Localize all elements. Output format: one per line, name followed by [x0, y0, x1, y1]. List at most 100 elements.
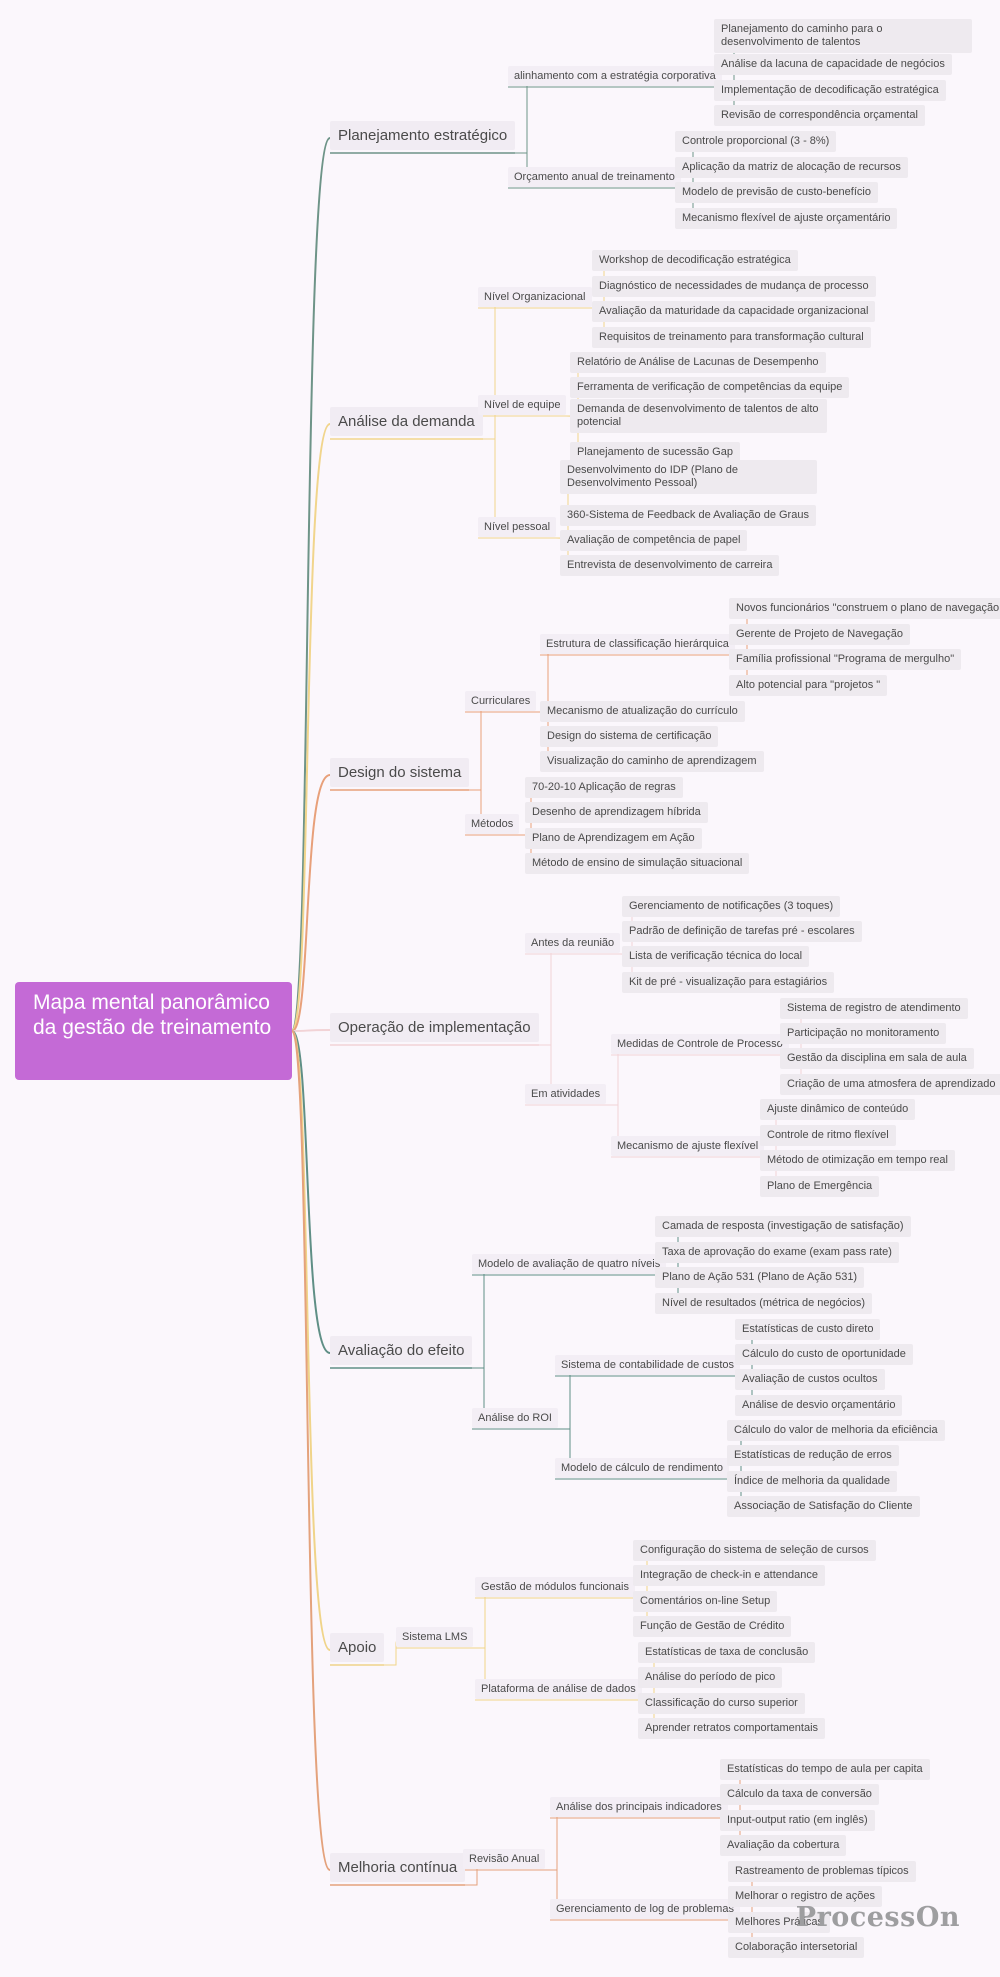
leaf-topic[interactable]: Análise da lacuna de capacidade de negóc…	[714, 54, 952, 75]
leaf-topic[interactable]: Gestão da disciplina em sala de aula	[780, 1048, 974, 1069]
sub-topic[interactable]: Nível pessoal	[478, 517, 557, 537]
leaf-topic[interactable]: Estatísticas de taxa de conclusão	[638, 1642, 816, 1663]
leaf-topic[interactable]: Plano de Aprendizagem em Ação	[525, 828, 702, 849]
leaf-topic[interactable]: Taxa de aprovação do exame (exam pass ra…	[655, 1242, 899, 1263]
sub-topic[interactable]: Em atividades	[525, 1084, 607, 1104]
leaf-topic[interactable]: Índice de melhoria da qualidade	[727, 1471, 897, 1492]
sub-topic[interactable]: Nível Organizacional	[478, 287, 592, 307]
sub-topic[interactable]: Sistema de contabilidade de custos	[555, 1355, 741, 1375]
leaf-topic[interactable]: Avaliação de custos ocultos	[735, 1369, 885, 1390]
leaf-topic[interactable]: Método de otimização em tempo real	[760, 1150, 955, 1171]
leaf-topic[interactable]: 360-Sistema de Feedback de Avaliação de …	[560, 505, 816, 526]
leaf-topic[interactable]: Camada de resposta (investigação de sati…	[655, 1216, 911, 1237]
sub-topic[interactable]: Modelo de cálculo de rendimento	[555, 1458, 730, 1478]
branch-6[interactable]: Melhoria contínua	[330, 1853, 466, 1882]
leaf-topic[interactable]: Família profissional "Programa de mergul…	[729, 649, 962, 670]
branch-4[interactable]: Avaliação do efeito	[330, 1336, 473, 1365]
leaf-topic[interactable]: Configuração do sistema de seleção de cu…	[633, 1540, 876, 1561]
sub-topic[interactable]: Nível de equipe	[478, 395, 567, 415]
leaf-topic[interactable]: Estatísticas de redução de erros	[727, 1445, 899, 1466]
leaf-topic[interactable]: Ajuste dinâmico de conteúdo	[760, 1099, 916, 1120]
sub-topic[interactable]: Estrutura de classificação hierárquica	[540, 634, 735, 654]
leaf-topic[interactable]: Planejamento de sucessão Gap	[570, 442, 740, 463]
leaf-topic[interactable]: Função de Gestão de Crédito	[633, 1616, 792, 1637]
leaf-topic[interactable]: Colaboração intersetorial	[728, 1937, 865, 1958]
leaf-topic[interactable]: Análise do período de pico	[638, 1667, 783, 1688]
sub-topic[interactable]: Revisão Anual	[463, 1849, 546, 1869]
leaf-topic[interactable]: Análise de desvio orçamentário	[735, 1395, 903, 1416]
leaf-topic[interactable]: Participação no monitoramento	[780, 1023, 947, 1044]
sub-topic[interactable]: Gestão de módulos funcionais	[475, 1577, 635, 1597]
leaf-topic[interactable]: Demanda de desenvolvimento de talentos d…	[570, 399, 827, 433]
leaf-topic[interactable]: Associação de Satisfação do Cliente	[727, 1496, 920, 1517]
sub-topic[interactable]: Análise dos principais indicadores	[550, 1797, 728, 1817]
leaf-topic[interactable]: Mecanismo de atualização do currículo	[540, 701, 745, 722]
leaf-topic[interactable]: Integração de check-in e attendance	[633, 1565, 825, 1586]
leaf-topic[interactable]: Desenho de aprendizagem híbrida	[525, 802, 708, 823]
leaf-topic[interactable]: Avaliação da maturidade da capacidade or…	[592, 301, 876, 322]
sub-topic[interactable]: Antes da reunião	[525, 933, 621, 953]
sub-topic[interactable]: alinhamento com a estratégia corporativa	[508, 66, 722, 86]
sub-topic[interactable]: Métodos	[465, 814, 520, 834]
sub-topic[interactable]: Sistema LMS	[396, 1627, 474, 1647]
leaf-topic[interactable]: Comentários on-line Setup	[633, 1591, 778, 1612]
leaf-topic[interactable]: Mecanismo flexível de ajuste orçamentári…	[675, 208, 898, 229]
leaf-topic[interactable]: Diagnóstico de necessidades de mudança d…	[592, 276, 876, 297]
leaf-topic[interactable]: Kit de pré - visualização para estagiári…	[622, 972, 835, 993]
leaf-topic[interactable]: Requisitos de treinamento para transform…	[592, 327, 871, 348]
leaf-topic[interactable]: Ferramenta de verificação de competência…	[570, 377, 850, 398]
leaf-topic[interactable]: Plano de Ação 531 (Plano de Ação 531)	[655, 1267, 865, 1288]
leaf-topic[interactable]: Estatísticas de custo direto	[735, 1319, 881, 1340]
leaf-topic[interactable]: 70-20-10 Aplicação de regras	[525, 777, 683, 798]
sub-topic[interactable]: Modelo de avaliação de quatro níveis	[472, 1254, 667, 1274]
branch-1[interactable]: Análise da demanda	[330, 407, 483, 436]
leaf-topic[interactable]: Estatísticas do tempo de aula per capita	[720, 1759, 930, 1780]
leaf-topic[interactable]: Cálculo da taxa de conversão	[720, 1784, 879, 1805]
leaf-topic[interactable]: Classificação do curso superior	[638, 1693, 805, 1714]
leaf-topic[interactable]: Rastreamento de problemas típicos	[728, 1861, 916, 1882]
leaf-topic[interactable]: Gerenciamento de notificações (3 toques)	[622, 896, 841, 917]
branch-0[interactable]: Planejamento estratégico	[330, 121, 516, 150]
leaf-topic[interactable]: Lista de verificação técnica do local	[622, 946, 810, 967]
leaf-topic[interactable]: Entrevista de desenvolvimento de carreir…	[560, 555, 780, 576]
branch-3[interactable]: Operação de implementação	[330, 1013, 539, 1042]
branch-5[interactable]: Apoio	[330, 1633, 385, 1662]
sub-topic[interactable]: Orçamento anual de treinamento	[508, 167, 681, 187]
leaf-topic[interactable]: Visualização do caminho de aprendizagem	[540, 751, 764, 772]
leaf-topic[interactable]: Design do sistema de certificação	[540, 726, 719, 747]
sub-topic[interactable]: Mecanismo de ajuste flexível	[611, 1136, 765, 1156]
sub-topic[interactable]: Curriculares	[465, 691, 537, 711]
sub-topic[interactable]: Análise do ROI	[472, 1408, 558, 1428]
sub-topic[interactable]: Plataforma de análise de dados	[475, 1679, 642, 1699]
leaf-topic[interactable]: Sistema de registro de atendimento	[780, 998, 968, 1019]
sub-topic[interactable]: Gerenciamento de log de problemas	[550, 1899, 740, 1919]
leaf-topic[interactable]: Alto potencial para "projetos "	[729, 675, 888, 696]
leaf-topic[interactable]: Input-output ratio (em inglês)	[720, 1810, 875, 1831]
leaf-topic[interactable]: Novos funcionários "construem o plano de…	[729, 598, 1000, 619]
leaf-topic[interactable]: Cálculo do valor de melhoria da eficiênc…	[727, 1420, 945, 1441]
leaf-topic[interactable]: Criação de uma atmosfera de aprendizado	[780, 1074, 1000, 1095]
leaf-topic[interactable]: Método de ensino de simulação situaciona…	[525, 853, 750, 874]
sub-topic[interactable]: Medidas de Controle de Processo	[611, 1034, 789, 1054]
leaf-topic[interactable]: Implementação de decodificação estratégi…	[714, 80, 946, 101]
leaf-topic[interactable]: Controle proporcional (3 - 8%)	[675, 131, 837, 152]
leaf-topic[interactable]: Desenvolvimento do IDP (Plano de Desenvo…	[560, 460, 817, 494]
leaf-topic[interactable]: Controle de ritmo flexível	[760, 1125, 896, 1146]
leaf-topic[interactable]: Relatório de Análise de Lacunas de Desem…	[570, 352, 826, 373]
leaf-topic[interactable]: Nível de resultados (métrica de negócios…	[655, 1293, 872, 1314]
leaf-topic[interactable]: Melhores Práticas	[728, 1912, 831, 1933]
leaf-topic[interactable]: Avaliação de competência de papel	[560, 530, 748, 551]
leaf-topic[interactable]: Cálculo do custo de oportunidade	[735, 1344, 913, 1365]
leaf-topic[interactable]: Melhorar o registro de ações	[728, 1886, 883, 1907]
leaf-topic[interactable]: Padrão de definição de tarefas pré - esc…	[622, 921, 862, 942]
leaf-topic[interactable]: Avaliação da cobertura	[720, 1835, 847, 1856]
leaf-topic[interactable]: Modelo de previsão de custo-benefício	[675, 182, 878, 203]
leaf-topic[interactable]: Planejamento do caminho para o desenvolv…	[714, 19, 972, 53]
leaf-topic[interactable]: Aplicação da matriz de alocação de recur…	[675, 157, 908, 178]
leaf-topic[interactable]: Plano de Emergência	[760, 1176, 880, 1197]
root-topic[interactable]: Mapa mental panorâmico da gestão de trei…	[15, 982, 292, 1080]
leaf-topic[interactable]: Gerente de Projeto de Navegação	[729, 624, 910, 645]
leaf-topic[interactable]: Aprender retratos comportamentais	[638, 1718, 826, 1739]
branch-2[interactable]: Design do sistema	[330, 758, 470, 787]
leaf-topic[interactable]: Revisão de correspondência orçamental	[714, 105, 925, 126]
